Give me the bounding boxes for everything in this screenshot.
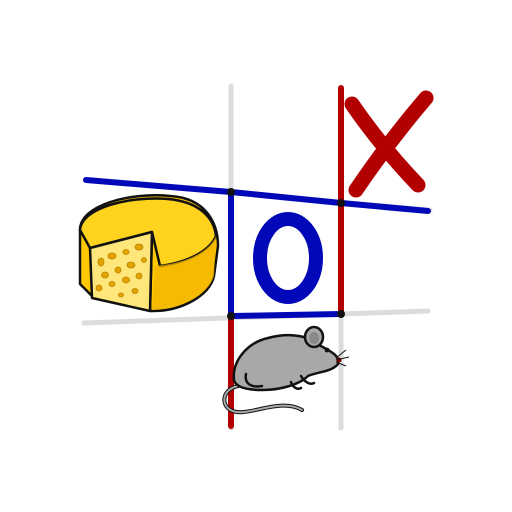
mouse-whiskers <box>335 349 350 367</box>
mouse-tail-fill <box>223 385 303 414</box>
x-stroke-right <box>348 90 434 198</box>
cheese-icon <box>78 194 220 313</box>
o-mark-ring <box>253 212 323 304</box>
intersection-dot <box>337 310 345 318</box>
blue-highlight <box>83 177 431 319</box>
mouse-back-leg <box>244 372 264 388</box>
mouse-icon <box>222 325 350 415</box>
intersection-dot <box>227 188 235 196</box>
mouse-front-foot <box>299 374 316 385</box>
blue-line-top-center <box>228 189 344 206</box>
x-mark <box>344 90 434 198</box>
cheese-side-shadow <box>152 236 216 310</box>
blue-line-top-right <box>338 200 431 214</box>
blue-line-top-left <box>83 177 234 195</box>
mouse-body <box>232 334 340 392</box>
o-mark <box>253 212 323 304</box>
red-highlight <box>228 85 344 429</box>
grid-intersections <box>227 188 345 320</box>
blue-line-center-bottom <box>228 311 344 319</box>
intersection-dot <box>337 199 345 207</box>
cheese-holes <box>95 243 147 298</box>
intersection-dot <box>227 312 235 320</box>
mouse-ear-inner <box>309 332 319 344</box>
mouse-eye <box>324 347 330 353</box>
mouse-front-foot <box>289 380 303 390</box>
